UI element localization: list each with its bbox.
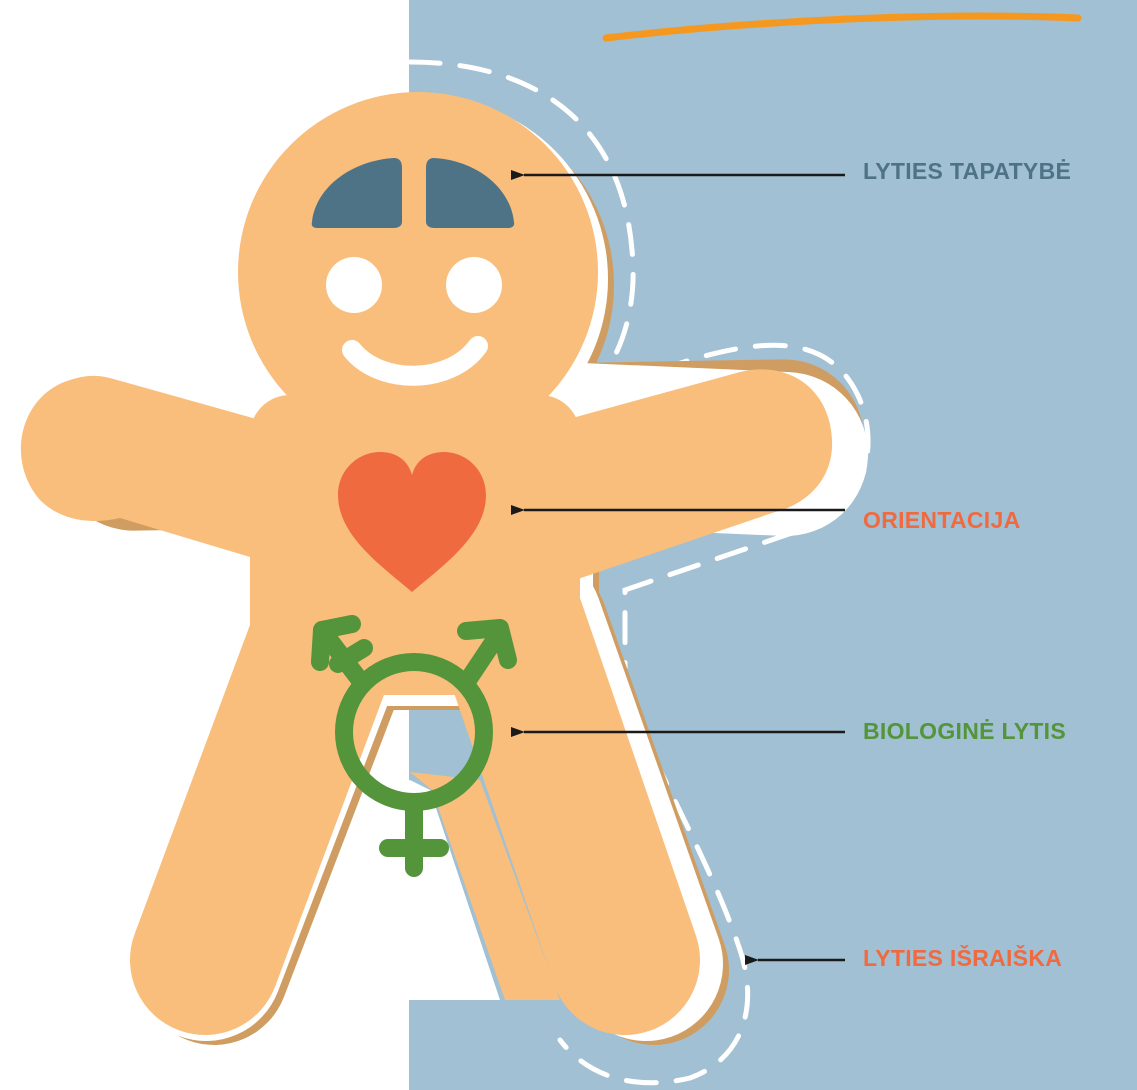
left-eye <box>326 257 382 313</box>
right-eye <box>446 257 502 313</box>
label-orientation: ORIENTACIJA <box>863 507 1021 534</box>
label-gender-expression: LYTIES IŠRAIŠKA <box>863 945 1062 972</box>
label-gender-identity: LYTIES TAPATYBĖ <box>863 158 1071 185</box>
label-biological-sex: BIOLOGINĖ LYTIS <box>863 718 1066 745</box>
